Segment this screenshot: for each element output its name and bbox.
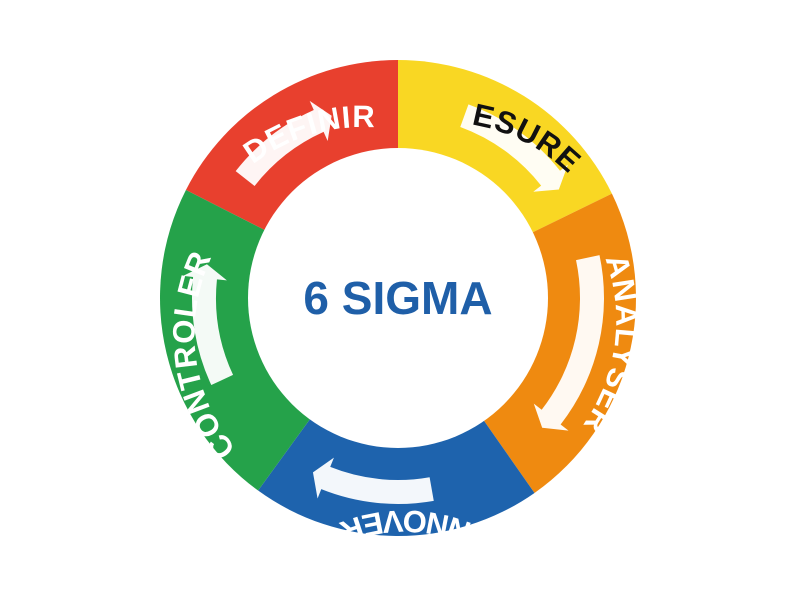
arrow-analyser-icon	[533, 255, 604, 431]
arrow-mesurer-icon	[460, 104, 568, 192]
arrow-innover-icon	[312, 457, 434, 504]
center-disc	[248, 148, 548, 448]
cycle-arrows	[183, 100, 604, 504]
arrow-controler-icon	[183, 264, 234, 386]
center-title: 6 SIGMA	[303, 272, 492, 324]
arrow-definir-icon	[235, 100, 332, 186]
